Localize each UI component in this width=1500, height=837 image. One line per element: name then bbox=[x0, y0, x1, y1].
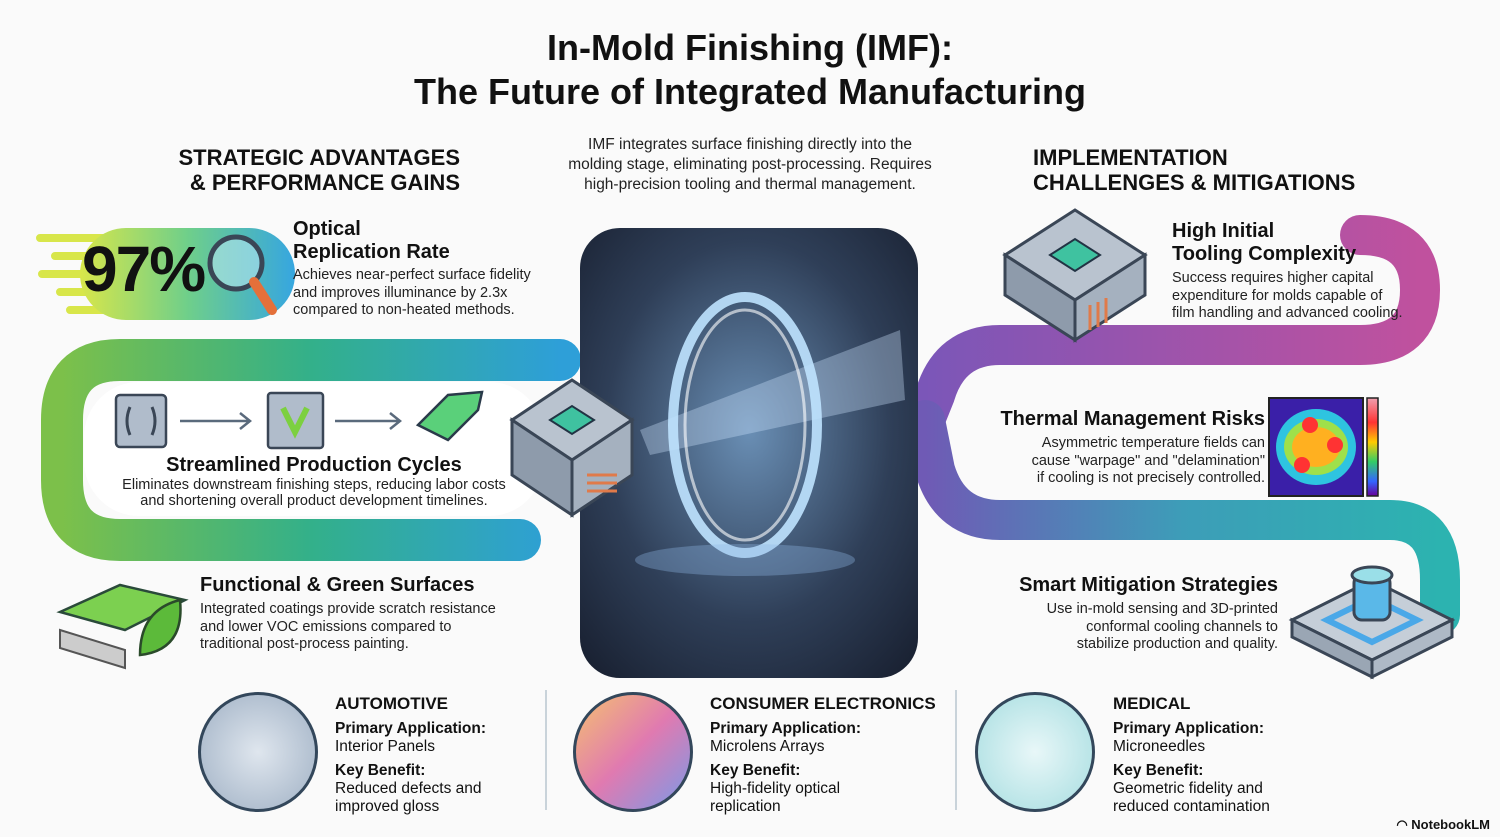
thermal-risks-block: Thermal Management Risks Asymmetric temp… bbox=[980, 408, 1265, 488]
tooling-complexity-block: High Initial Tooling Complexity Success … bbox=[1172, 220, 1403, 323]
advantages-header-line: STRATEGIC ADVANTAGES bbox=[178, 145, 460, 170]
challenges-header-line: IMPLEMENTATION bbox=[1033, 145, 1228, 170]
industry-card-medical: MEDICAL Primary Application: Microneedle… bbox=[1113, 694, 1270, 822]
benefit-label: Key Benefit: bbox=[710, 762, 801, 779]
green-surface-icon bbox=[56, 583, 189, 670]
replication-stat: 97% bbox=[82, 233, 206, 305]
divider bbox=[545, 690, 547, 810]
desc-line: conformal cooling channels to bbox=[1086, 618, 1278, 635]
benefit-label: Key Benefit: bbox=[1113, 762, 1204, 779]
block-title: Thermal Management Risks bbox=[1000, 408, 1265, 430]
intro-text: IMF integrates surface finishing directl… bbox=[540, 135, 960, 195]
benefit-value: Reduced defects and bbox=[335, 780, 482, 797]
desc-line: Use in-mold sensing and 3D-printed bbox=[1046, 601, 1278, 617]
desc-line: and improves illuminance by 2.3x bbox=[293, 284, 508, 301]
teal-ribbon bbox=[905, 400, 1460, 635]
advantages-header: STRATEGIC ADVANTAGES & PERFORMANCE GAINS bbox=[160, 145, 460, 195]
desc-line: expenditure for molds capable of bbox=[1172, 287, 1383, 304]
application-label: Primary Application: bbox=[710, 720, 862, 737]
divider bbox=[955, 690, 957, 810]
desc-line: and shortening overall product developme… bbox=[140, 493, 488, 509]
arrow-icon bbox=[335, 412, 403, 430]
mold-plate-icon bbox=[114, 393, 168, 449]
industry-card-automotive: AUTOMOTIVE Primary Application: Interior… bbox=[335, 694, 486, 822]
desc-line: and lower VOC emissions compared to bbox=[200, 618, 452, 635]
optical-replication-block: Optical Replication Rate Achieves near-p… bbox=[293, 218, 531, 320]
desc-line: Eliminates downstream finishing steps, r… bbox=[122, 477, 506, 493]
desc-line: film handling and advanced cooling. bbox=[1172, 305, 1403, 321]
desc-line: Asymmetric temperature fields can bbox=[1041, 435, 1265, 451]
industry-card-consumer-electronics: CONSUMER ELECTRONICS Primary Application… bbox=[710, 694, 936, 822]
desc-line: cause "warpage" and "delamination" bbox=[1031, 452, 1265, 469]
challenges-header: IMPLEMENTATION CHALLENGES & MITIGATIONS bbox=[1033, 145, 1355, 195]
desc-line: Success requires higher capital bbox=[1172, 270, 1374, 286]
arrow-icon bbox=[180, 412, 253, 430]
page-title: In-Mold Finishing (IMF): The Future of I… bbox=[0, 26, 1500, 114]
application-label: Primary Application: bbox=[1113, 720, 1265, 737]
block-title: High Initial bbox=[1172, 220, 1275, 242]
title-line-2: The Future of Integrated Manufacturing bbox=[414, 71, 1086, 112]
desc-line: compared to non-heated methods. bbox=[293, 302, 515, 318]
benefit-value: replication bbox=[710, 798, 781, 815]
desc-line: traditional post-process painting. bbox=[200, 636, 409, 652]
car-interior-icon bbox=[198, 692, 318, 812]
block-title: Functional & Green Surfaces bbox=[200, 574, 475, 596]
desc-line: stabilize production and quality. bbox=[1076, 636, 1278, 652]
block-title: Streamlined Production Cycles bbox=[166, 454, 462, 476]
industry-name: MEDICAL bbox=[1113, 694, 1191, 713]
streamlined-production-block: Streamlined Production Cycles Eliminates… bbox=[84, 454, 544, 509]
intro-line: molding stage, eliminating post-processi… bbox=[568, 156, 932, 173]
desc-line: Achieves near-perfect surface fidelity bbox=[293, 267, 531, 283]
block-title: Replication Rate bbox=[293, 241, 450, 263]
title-line-1: In-Mold Finishing (IMF): bbox=[547, 27, 953, 68]
purple-ribbon bbox=[905, 215, 1441, 440]
finished-part-icon bbox=[415, 390, 484, 442]
advantages-header-line: & PERFORMANCE GAINS bbox=[189, 170, 460, 195]
intro-line: high-precision tooling and thermal manag… bbox=[584, 176, 916, 193]
notebooklm-logo-icon: ◠ bbox=[1396, 817, 1412, 832]
green-surfaces-block: Functional & Green Surfaces Integrated c… bbox=[200, 574, 496, 654]
tooling-mold-icon bbox=[1002, 208, 1148, 343]
challenges-header-line: CHALLENGES & MITIGATIONS bbox=[1033, 170, 1356, 195]
block-title: Optical bbox=[293, 218, 361, 240]
benefit-value: High-fidelity optical bbox=[710, 780, 841, 797]
block-title: Smart Mitigation Strategies bbox=[1019, 574, 1278, 596]
lens-hero-image bbox=[580, 228, 918, 678]
application-value: Microlens Arrays bbox=[710, 738, 825, 755]
benefit-label: Key Benefit: bbox=[335, 762, 426, 779]
smart-mitigation-block: Smart Mitigation Strategies Use in-mold … bbox=[980, 574, 1278, 654]
desc-line: if cooling is not precisely controlled. bbox=[1036, 470, 1265, 486]
desc-line: Integrated coatings provide scratch resi… bbox=[200, 601, 496, 617]
brand-watermark: ◠ NotebookLM bbox=[1396, 817, 1490, 833]
brand-label: NotebookLM bbox=[1411, 817, 1490, 832]
heatmap-image bbox=[1268, 397, 1379, 497]
application-value: Interior Panels bbox=[335, 738, 435, 755]
magnifier-icon bbox=[207, 234, 277, 315]
green-ribbon bbox=[41, 339, 581, 561]
mold-icon bbox=[509, 378, 635, 518]
industry-name: AUTOMOTIVE bbox=[335, 694, 449, 713]
application-label: Primary Application: bbox=[335, 720, 487, 737]
intro-line: IMF integrates surface finishing directl… bbox=[588, 136, 912, 153]
mold-insert-icon bbox=[266, 391, 325, 450]
smartphone-icon bbox=[573, 692, 693, 812]
benefit-value: Geometric fidelity and bbox=[1113, 780, 1263, 797]
benefit-value: improved gloss bbox=[335, 798, 440, 815]
conformal-cooling-icon bbox=[1288, 565, 1456, 680]
microneedle-icon bbox=[975, 692, 1095, 812]
industry-name: CONSUMER ELECTRONICS bbox=[710, 694, 936, 713]
block-title: Tooling Complexity bbox=[1172, 243, 1357, 265]
benefit-value: reduced contamination bbox=[1113, 798, 1270, 815]
application-value: Microneedles bbox=[1113, 738, 1206, 755]
